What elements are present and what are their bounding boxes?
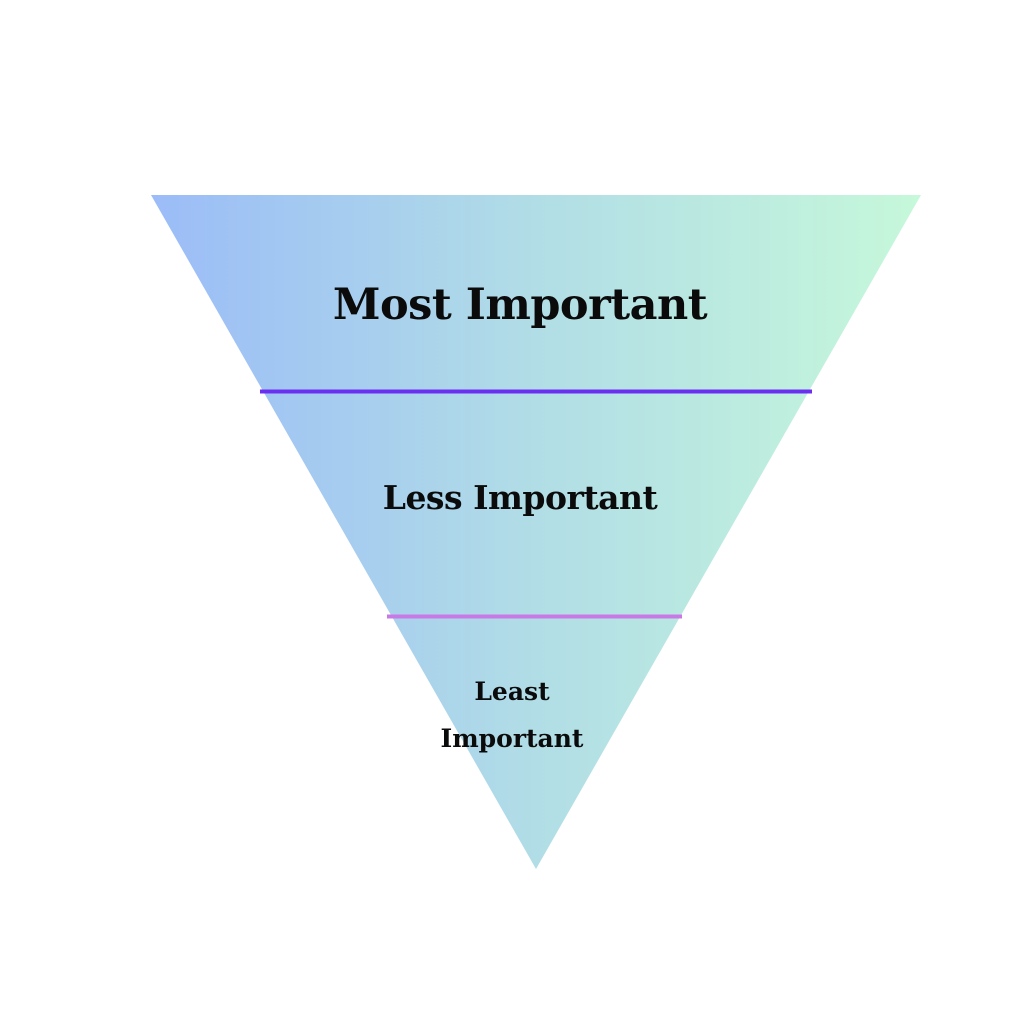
- tier-label-less-important: Less Important: [382, 478, 658, 517]
- tier-label-least-important-line-1: Least: [474, 677, 550, 706]
- tier-label-least-important-line-2: Important: [440, 724, 584, 753]
- tier-label-most-important: Most Important: [332, 280, 708, 330]
- tier-label-least-important: Least Important: [0, 668, 1024, 762]
- inverted-pyramid-shape: [151, 195, 921, 869]
